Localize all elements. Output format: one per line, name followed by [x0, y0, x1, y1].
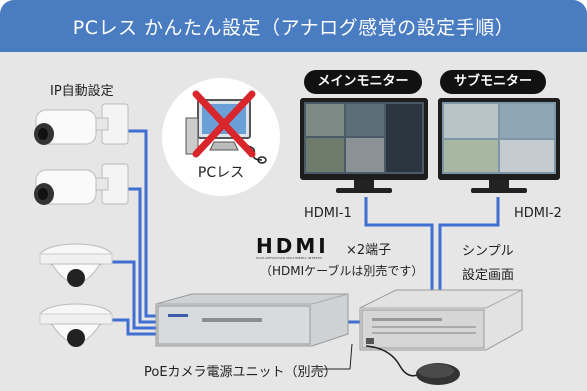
- bullet-camera-icon: [32, 158, 137, 224]
- hdmi-logo: HDMI HIGH-DEFINITION MULTIMEDIA INTERFAC…: [256, 236, 329, 260]
- header-banner: PCレス かんたん設定（アナログ感覚の設定手順）: [0, 0, 587, 52]
- mouse-icon: [360, 340, 470, 391]
- hdmi1-label: HDMI-1: [304, 206, 352, 221]
- dome-camera-icon: [38, 240, 116, 302]
- dome-camera-icon: [38, 300, 116, 362]
- simple-setting-line2: 設定画面: [462, 268, 515, 283]
- hdmi-terminals: ×2端子: [346, 243, 392, 258]
- bullet-camera-icon: [32, 98, 137, 164]
- simple-setting-line1: シンプル: [462, 244, 514, 259]
- hdmi2-label: HDMI-2: [514, 206, 562, 221]
- poe-unit-label: PoEカメラ電源ユニット（別売）: [144, 365, 337, 380]
- sub-monitor-icon: [438, 98, 568, 202]
- hdmi-note: （HDMIケーブルは別売です）: [260, 264, 424, 278]
- poe-unit-icon: [152, 290, 352, 356]
- main-monitor-icon: [300, 98, 430, 202]
- recorder-icon: [356, 286, 526, 362]
- cable-hdmi-2: [438, 197, 500, 300]
- ip-auto-label: IP自動設定: [50, 84, 114, 99]
- hdmi-logo-subtext: HIGH-DEFINITION MULTIMEDIA INTERFACE: [256, 256, 322, 260]
- header-title: PCレス かんたん設定（アナログ感覚の設定手順）: [72, 16, 515, 39]
- hdmi-logo-text: HDMI: [256, 234, 329, 258]
- main-monitor-pill: メインモニター: [304, 70, 422, 94]
- sub-monitor-pill: サブモニター: [440, 70, 546, 94]
- pc-less-circle: PCレス: [162, 78, 280, 196]
- pc-icon: [185, 99, 267, 164]
- cross-icon: [192, 90, 256, 158]
- cable-hdmi-1: [364, 197, 434, 300]
- pc-less-label: PCレス: [197, 165, 245, 181]
